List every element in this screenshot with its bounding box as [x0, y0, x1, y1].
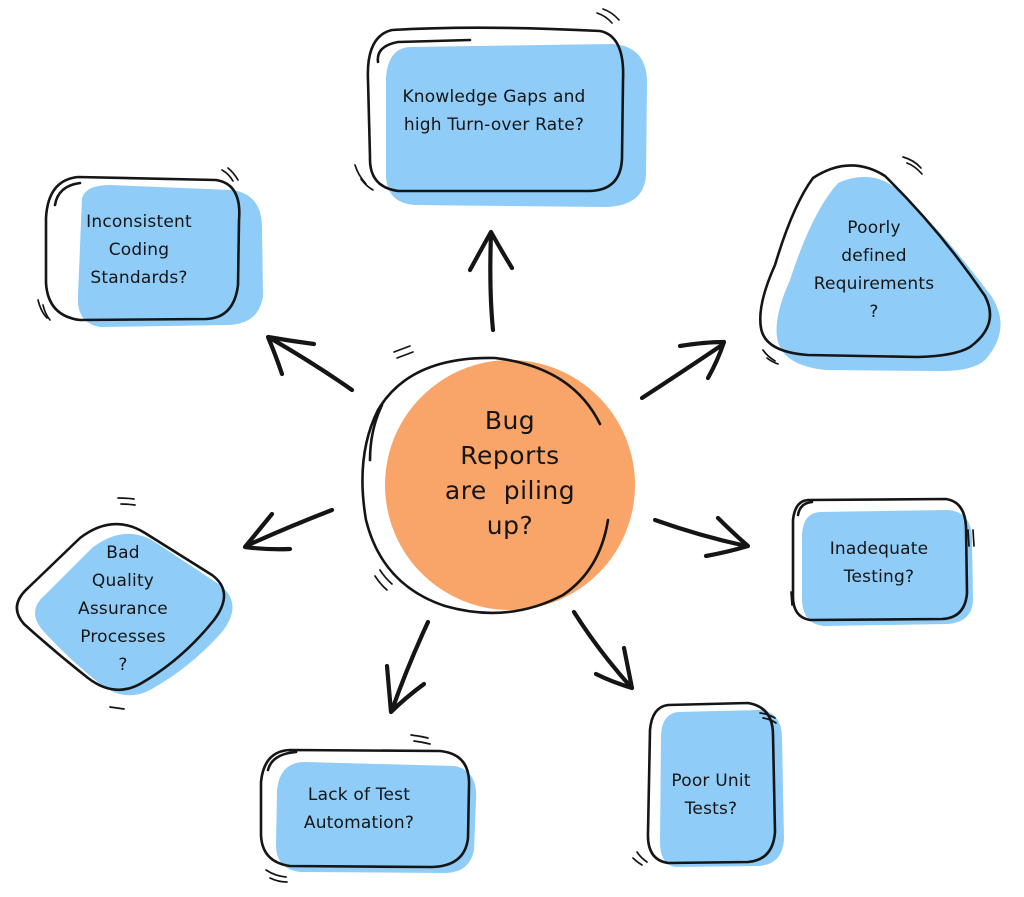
node-coding-standards-tick [227, 167, 239, 181]
node-test-automation [259, 734, 477, 883]
node-requirements-line-3: Requirements [813, 274, 935, 294]
center-topic [361, 345, 635, 615]
node-unit-tests-tick [636, 851, 648, 863]
node-requirements-tick [762, 349, 776, 362]
arrow-to-unit-tests [571, 609, 635, 691]
center-topic-fill [385, 360, 635, 610]
node-inadequate-testing-label: Inadequate Testing? [806, 532, 952, 594]
node-inadequate-testing-tick [972, 529, 975, 547]
node-test-automation-outline [259, 748, 471, 869]
node-requirements-fill [776, 176, 1001, 372]
node-unit-tests-line-1: Poor Unit [671, 771, 751, 791]
node-requirements-line-4: ? [869, 302, 879, 322]
center-topic-tick [379, 569, 393, 585]
node-test-automation-fill [276, 762, 477, 873]
center-topic-tick [396, 351, 414, 359]
node-qa-processes-tick [117, 497, 135, 500]
node-coding-standards-tick [221, 169, 234, 182]
center-topic-line-1: Bug [484, 406, 536, 435]
arrow-to-coding-standards [265, 334, 355, 393]
center-topic-outline [361, 356, 610, 615]
node-coding-standards-outline-echo [53, 181, 82, 207]
center-topic-line-2: Reports [460, 441, 560, 470]
node-qa-processes-tick [109, 706, 125, 710]
node-unit-tests-fill [660, 710, 784, 867]
node-qa-processes-tick [120, 503, 136, 506]
node-knowledge-gaps-tick [360, 178, 374, 191]
center-topic-line-3: are piling [444, 476, 576, 505]
node-inadequate-testing-outline [791, 497, 969, 622]
node-requirements-outline [759, 164, 992, 359]
node-knowledge-gaps-fill [385, 44, 648, 207]
node-coding-standards-outline [44, 175, 241, 322]
node-unit-tests-tick [762, 717, 777, 724]
node-inadequate-testing-line-1: Inadequate [829, 539, 929, 559]
node-knowledge-gaps-tick [602, 8, 620, 21]
node-qa-processes-label: Bad Quality Assurance Processes ? [60, 538, 186, 680]
node-test-automation-line-1: Lack of Test [307, 785, 411, 805]
node-test-automation-tick [269, 877, 288, 883]
node-knowledge-gaps-tick [596, 12, 613, 24]
center-topic-line-4: up? [486, 511, 534, 540]
node-knowledge-gaps-line-2: high Turn-over Rate? [403, 115, 585, 135]
node-inadequate-testing-line-2: Testing? [843, 567, 915, 587]
node-coding-standards [37, 167, 263, 327]
node-qa-processes-line-3: Assurance [78, 599, 168, 619]
node-coding-standards-tick [42, 304, 51, 321]
node-requirements-line-1: Poorly [847, 218, 901, 238]
center-topic-outline-echo [368, 403, 384, 462]
node-test-automation-tick [413, 740, 431, 745]
node-qa-processes-line-5: ? [118, 655, 128, 675]
node-qa-processes-line-4: Processes [80, 627, 166, 647]
node-knowledge-gaps-label: Knowledge Gaps and high Turn-over Rate? [376, 76, 612, 146]
node-qa-processes [15, 497, 233, 710]
node-inadequate-testing-tick [967, 529, 970, 547]
arrow-to-qa-processes [242, 507, 335, 552]
node-coding-standards-tick [37, 299, 48, 319]
node-qa-processes-line-2: Quality [91, 571, 155, 591]
center-topic-tick [374, 575, 388, 591]
node-knowledge-gaps-outline [366, 26, 625, 193]
node-knowledge-gaps-tick [354, 164, 367, 185]
node-unit-tests-tick [632, 857, 643, 866]
node-inadequate-testing [790, 497, 975, 626]
center-topic-label: Bug Reports are piling up? [405, 398, 615, 548]
node-coding-standards-label: Inconsistent Coding Standards? [66, 206, 212, 294]
center-topic-tick [393, 345, 411, 353]
node-qa-processes-line-1: Bad [106, 543, 140, 563]
node-test-automation-outline-echo [266, 750, 298, 772]
node-requirements-tick [906, 162, 923, 175]
node-unit-tests-line-2: Tests? [684, 799, 738, 819]
node-coding-standards-line-1: Inconsistent [86, 212, 192, 232]
node-inadequate-testing-fill [802, 510, 973, 626]
node-test-automation-tick [265, 869, 287, 878]
node-unit-tests-tick [759, 712, 776, 719]
node-inadequate-testing-tick [790, 591, 793, 606]
node-knowledge-gaps-line-1: Knowledge Gaps and [402, 87, 586, 107]
node-qa-processes-fill [35, 533, 233, 696]
node-unit-tests [632, 701, 784, 867]
node-unit-tests-label: Poor Unit Tests? [656, 764, 766, 826]
node-inadequate-testing-outline-echo [796, 500, 814, 517]
node-requirements-label: Poorly defined Requirements ? [798, 212, 950, 328]
node-requirements [759, 156, 1001, 372]
node-knowledge-gaps-outline-echo [376, 38, 472, 64]
node-coding-standards-line-2: Coding [108, 240, 170, 260]
arrow-to-knowledge-gaps [467, 229, 515, 333]
node-test-automation-label: Lack of Test Automation? [276, 778, 442, 840]
node-qa-processes-outline [15, 522, 226, 692]
node-test-automation-tick [410, 734, 429, 739]
node-test-automation-line-2: Automation? [303, 813, 415, 833]
arrow-to-test-automation [384, 619, 431, 715]
node-requirements-tick [766, 357, 779, 365]
arrow-to-inadequate-testing [652, 515, 751, 559]
arrow-to-requirements [639, 339, 727, 401]
node-coding-standards-fill [77, 185, 263, 327]
node-requirements-tick [902, 156, 922, 169]
node-knowledge-gaps [354, 8, 648, 207]
node-requirements-line-2: defined [841, 246, 907, 266]
node-coding-standards-line-3: Standards? [90, 268, 188, 288]
